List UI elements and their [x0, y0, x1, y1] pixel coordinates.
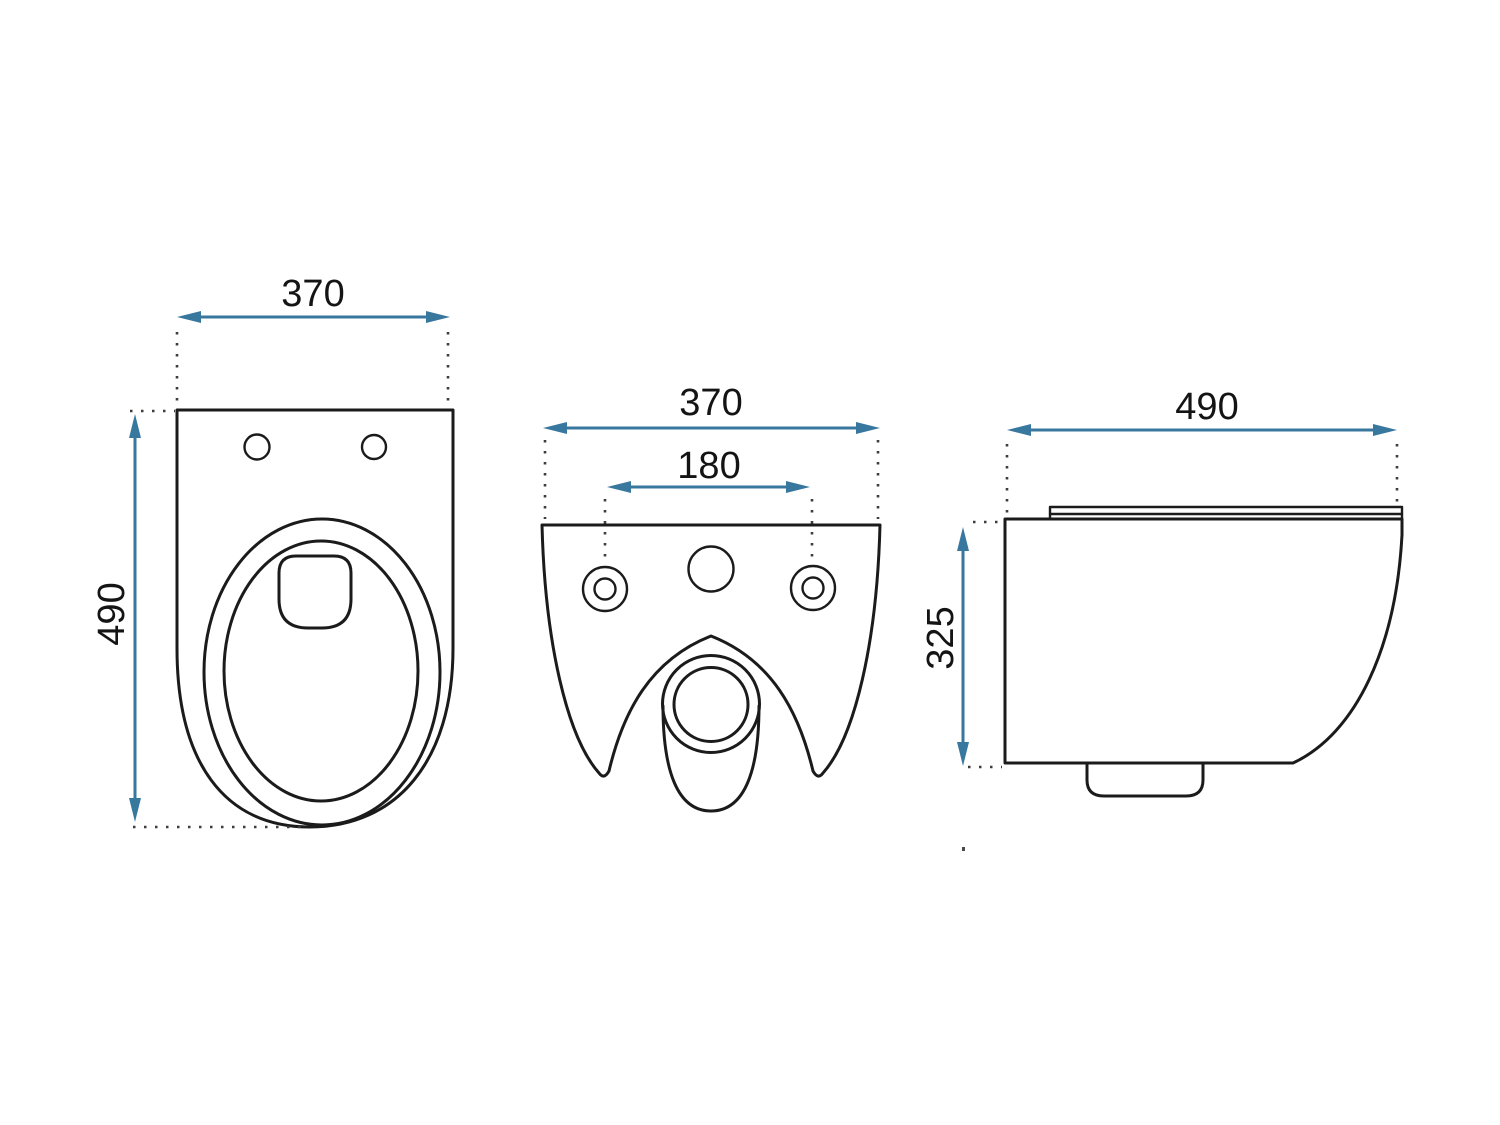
side-view: 490 325 [920, 386, 1404, 851]
top-view-depth-label: 490 [91, 582, 133, 645]
arrowhead-right-icon [786, 481, 810, 493]
front-view-hole-spacing-dimension: 180 [603, 445, 814, 563]
waste-outlet-inner [672, 666, 750, 743]
waste-outlet-pipe [661, 704, 761, 813]
side-view-body-outline [1003, 517, 1404, 765]
fixing-hole-right-outer [789, 564, 837, 612]
top-view-depth-dimension: 490 [91, 409, 303, 829]
top-view-width-dimension: 370 [175, 273, 450, 404]
arrowhead-left-icon [543, 422, 567, 434]
front-view-width-dimension: 370 [543, 382, 880, 519]
arrowhead-right-icon [856, 422, 880, 434]
flush-outlet [277, 554, 353, 630]
arrowhead-right-icon [426, 311, 450, 323]
arrowhead-left-icon [1007, 424, 1031, 436]
side-view-height-dimension: 325 [920, 520, 1002, 851]
seat-bolt-hole-right [360, 433, 388, 461]
fixing-hole-right-inner [801, 576, 825, 600]
arrowhead-left-icon [177, 311, 201, 323]
arrowhead-left-icon [607, 481, 631, 493]
arrowhead-up-icon [129, 414, 141, 438]
front-view: 370 180 [540, 382, 882, 813]
front-view-width-label: 370 [679, 382, 742, 424]
fixing-hole-left-inner [593, 577, 617, 601]
top-view-width-label: 370 [281, 273, 344, 315]
bowl-rim-inner [222, 539, 420, 803]
side-view-height-label: 325 [920, 606, 962, 669]
water-inlet-hole [687, 545, 735, 593]
waste-outlet-outer [661, 654, 761, 754]
side-view-depth-dimension: 490 [1005, 386, 1399, 514]
arrowhead-down-icon [129, 798, 141, 822]
bowl-rim-outer [202, 517, 442, 827]
arrowhead-right-icon [1373, 424, 1397, 436]
top-view-body-outline [175, 408, 455, 829]
top-view: 370 490 [91, 273, 455, 829]
arrowhead-down-icon [957, 742, 969, 766]
stray-extension-dot [962, 847, 965, 851]
arrowhead-up-icon [957, 527, 969, 551]
seat-bolt-hole-left [243, 433, 271, 461]
front-view-body-outline [540, 523, 882, 778]
seat-lid-outline [1048, 505, 1404, 520]
drain-protrusion [1085, 761, 1205, 798]
fixing-hole-left-outer [581, 565, 629, 613]
front-view-hole-spacing-label: 180 [677, 445, 740, 487]
side-view-depth-label: 490 [1175, 386, 1238, 428]
